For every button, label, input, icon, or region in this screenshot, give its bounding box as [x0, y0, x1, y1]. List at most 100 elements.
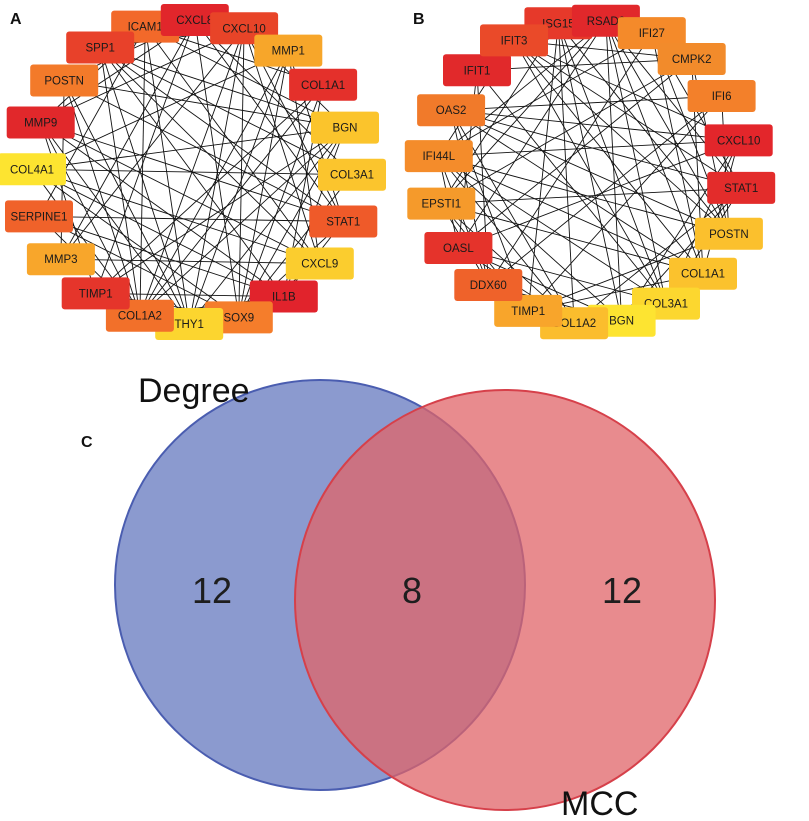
network-a-edge [40, 122, 321, 264]
node-box [687, 80, 756, 112]
network-b-edge [573, 187, 742, 324]
node-label: IFI6 [712, 91, 732, 103]
network-a-node-col3a1[interactable]: COL3A1 [318, 158, 386, 191]
network-b-node-cmpk2[interactable]: CMPK2 [657, 43, 726, 75]
node-label: BGN [333, 123, 358, 135]
network-b-node-ifi44l[interactable]: IFI44L [404, 140, 473, 173]
node-label: OAS2 [436, 105, 467, 117]
network-a-edge [139, 84, 324, 316]
node-label: IFI27 [639, 28, 665, 40]
network-b-node-timp1[interactable]: TIMP1 [494, 294, 563, 327]
network-a-node-timp1[interactable]: TIMP1 [61, 277, 130, 310]
network-a-node-postn[interactable]: POSTN [30, 64, 99, 97]
network-b-node-oas2[interactable]: OAS2 [417, 94, 486, 127]
network-a-edge [40, 122, 285, 297]
node-box [285, 247, 354, 280]
node-label: SOX9 [223, 312, 254, 324]
network-b-node-ddx60[interactable]: DDX60 [454, 269, 523, 301]
node-box [311, 111, 379, 144]
network-b-edge [476, 58, 692, 71]
node-box [407, 187, 476, 220]
network-b-edge [513, 40, 730, 235]
node-box [707, 171, 776, 204]
network-b-edge [438, 155, 730, 235]
network-b-edge [438, 155, 489, 286]
network-a-edge [99, 47, 141, 316]
node-label: OASL [443, 243, 474, 255]
network-a-edge [144, 26, 346, 129]
network-b-edge [438, 20, 607, 157]
network-a-node-serpine1[interactable]: SERPINE1 [5, 200, 73, 233]
network-b-edge [702, 140, 740, 274]
network-b-edge [487, 32, 653, 286]
node-label: POSTN [44, 76, 84, 88]
network-a-node-mmp3[interactable]: MMP3 [26, 243, 95, 276]
panel-c-letter: C [81, 434, 93, 451]
node-label: ISG15 [542, 18, 575, 30]
node-label: POSTN [709, 229, 749, 241]
network-b-edge [527, 23, 559, 311]
network-b-node-oasl[interactable]: OASL [424, 232, 493, 264]
node-label: CXCL10 [222, 23, 265, 35]
mcc-only-count: 12 [602, 570, 642, 611]
network-b-edge [513, 40, 667, 304]
network-b-node-ifi27[interactable]: IFI27 [617, 17, 686, 50]
node-label: EPSTI1 [421, 199, 461, 211]
node-label: COL1A2 [118, 311, 162, 323]
network-b-node-ifi6[interactable]: IFI6 [687, 80, 756, 112]
network-a-node-mmp1[interactable]: MMP1 [254, 34, 323, 67]
network-b-node-stat1[interactable]: STAT1 [707, 171, 776, 204]
network-a-node-bgn[interactable]: BGN [311, 111, 379, 144]
node-box [254, 34, 323, 67]
node-label: COL1A1 [681, 269, 725, 281]
node-box [289, 68, 358, 101]
network-b-edge [488, 95, 722, 286]
network-b-node-ifit3[interactable]: IFIT3 [480, 24, 548, 57]
network-a-edge [40, 27, 245, 123]
node-box [5, 200, 73, 233]
network-a-node-col4a1[interactable]: COL4A1 [0, 153, 66, 186]
network-a-edge [38, 215, 344, 222]
network-b-edge [440, 20, 607, 204]
node-box [0, 153, 66, 186]
network-a-node-mmp9[interactable]: MMP9 [6, 106, 75, 139]
network-a-edge [31, 127, 346, 170]
node-label: STAT1 [326, 217, 360, 229]
network-a-edge [95, 84, 324, 294]
node-label: ICAM1 [128, 22, 163, 34]
node-label: TIMP1 [511, 306, 545, 318]
node-box [480, 24, 548, 57]
node-box [309, 205, 378, 238]
network-a-node-stat1[interactable]: STAT1 [309, 205, 378, 238]
node-label: MMP9 [24, 118, 57, 130]
node-label: CXCL9 [301, 259, 338, 271]
network-a-edge [63, 80, 190, 325]
network-b-edge [451, 109, 739, 141]
network-b-node-ifit1[interactable]: IFIT1 [443, 54, 511, 87]
network-b-edge [441, 187, 742, 205]
network-a-edge [144, 26, 190, 325]
node-label: COL4A1 [10, 164, 54, 176]
network-a-edge [31, 168, 240, 318]
venn-diagram: Degree MCC 12 8 12 [114, 372, 716, 821]
mcc-set-label: MCC [561, 785, 638, 821]
network-a-edge [31, 168, 320, 264]
network-b-edge [476, 70, 667, 304]
node-label: SPP1 [85, 43, 114, 55]
network-a-edge [139, 50, 289, 316]
network-a-node-cxcl9[interactable]: CXCL9 [285, 247, 354, 280]
network-b-edge [557, 23, 667, 304]
network-b-node-cxcl10[interactable]: CXCL10 [704, 124, 773, 157]
network-b-node-col1a1[interactable]: COL1A1 [669, 257, 737, 290]
node-label: CXCL8 [176, 15, 213, 27]
node-label: IFI44L [422, 151, 455, 163]
network-a-node-spp1[interactable]: SPP1 [66, 31, 135, 64]
network-a-edge [60, 258, 320, 264]
network-b-node-epsti1[interactable]: EPSTI1 [407, 187, 476, 220]
network-b-node-postn[interactable]: POSTN [694, 217, 763, 250]
network-a-node-col1a1[interactable]: COL1A1 [289, 68, 358, 101]
network-b-edge [513, 40, 742, 189]
